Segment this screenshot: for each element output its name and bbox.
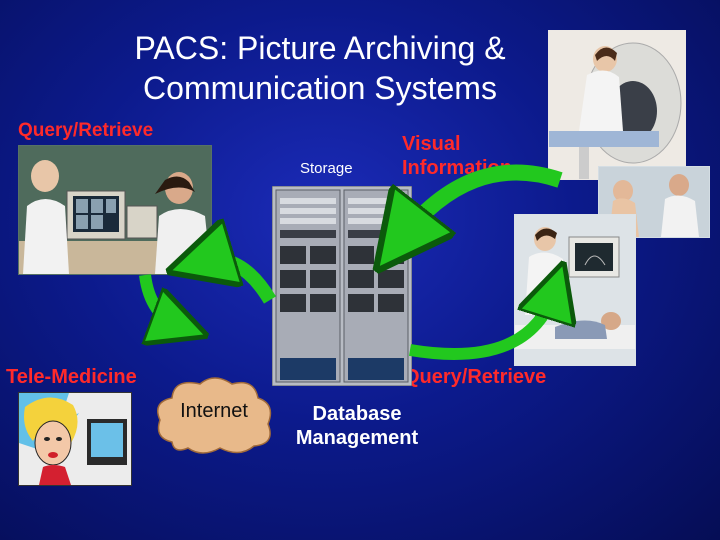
internet-cloud: Internet	[150, 372, 278, 456]
tele-medicine-label: Tele-Medicine	[6, 366, 137, 388]
green-curved-arrow-icon	[400, 164, 563, 241]
query-retrieve-left-label: Query/Retrieve	[18, 120, 154, 141]
storage-label: Storage	[300, 160, 353, 177]
title-line-2: Communication Systems	[143, 70, 497, 106]
slide-title: PACS: Picture Archiving & Communication …	[60, 28, 580, 108]
query-retrieve-right-label: Query/Retrieve	[404, 366, 547, 388]
internet-cloud-icon	[157, 377, 272, 454]
green-curved-arrow-icon	[409, 290, 555, 360]
patient-exam-photo	[598, 166, 710, 238]
visual-information-line-1: Visual	[402, 133, 461, 155]
database-line-2: Management	[295, 427, 419, 449]
database-management-label: Database Management	[282, 402, 432, 450]
title-line-1: PACS: Picture Archiving &	[134, 30, 506, 66]
green-curved-arrow-icon	[139, 274, 180, 326]
telemedicine-clipart	[18, 392, 132, 486]
green-curved-arrow-icon	[200, 260, 277, 304]
internet-label: Internet	[180, 400, 248, 422]
database-line-1: Database	[312, 403, 402, 425]
